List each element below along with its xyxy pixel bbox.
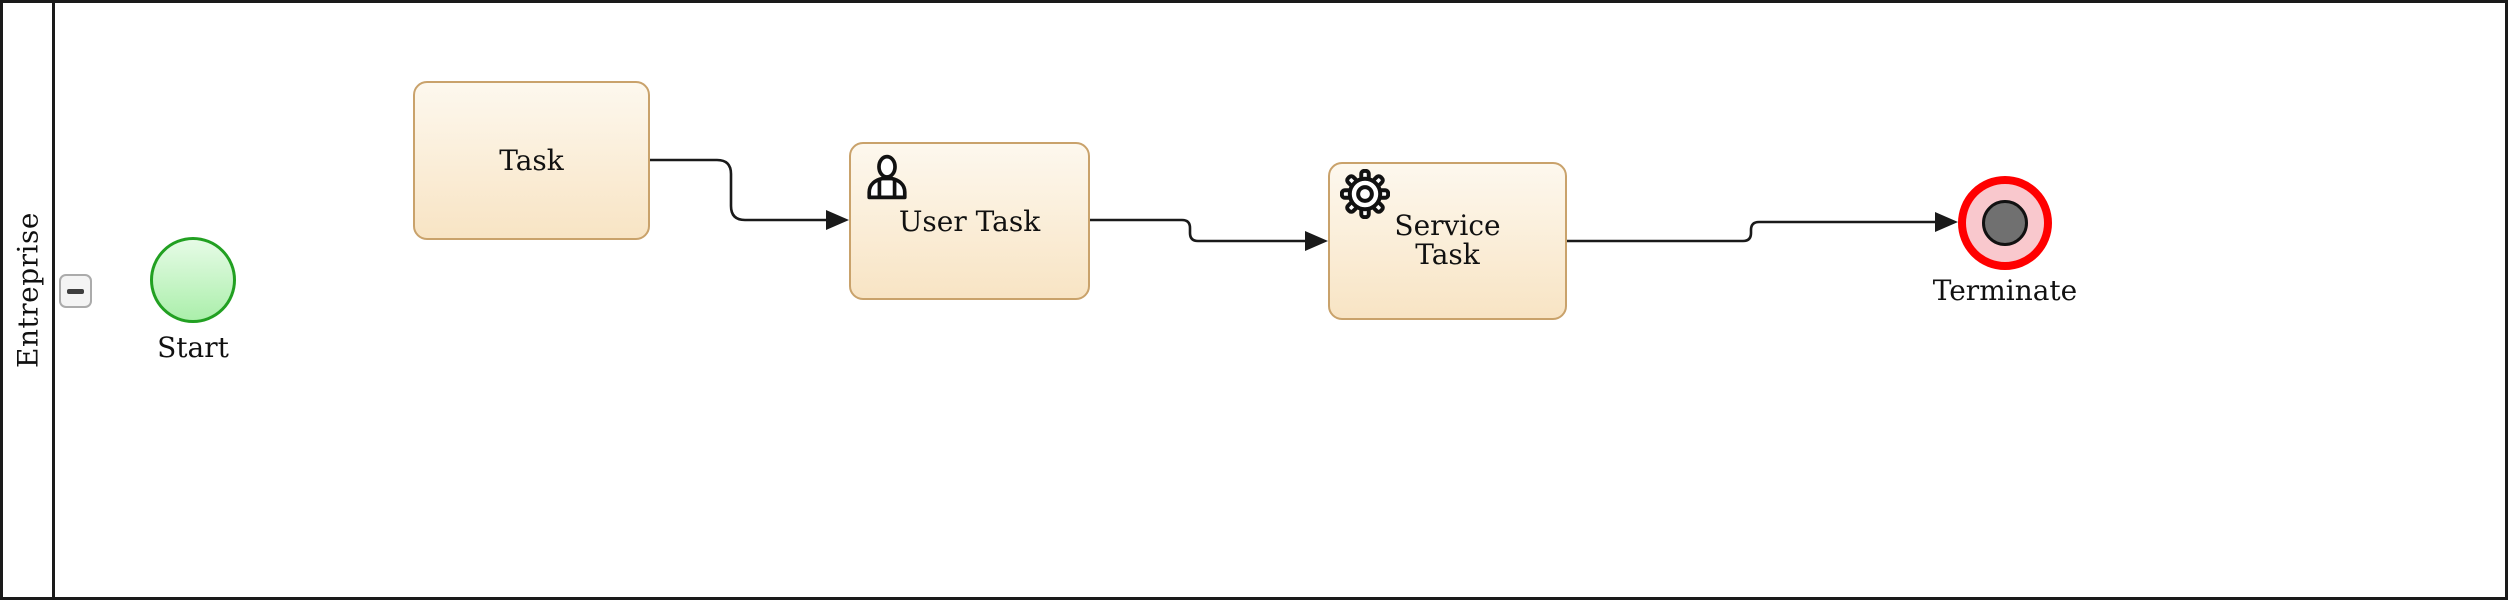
terminate-end-event[interactable] [1958, 176, 2052, 270]
arrowhead-terminate [1935, 212, 1958, 232]
service-task-label: Service Task [1394, 209, 1501, 271]
start-event-label: Start [157, 331, 229, 364]
sequence-flow-servicetask-to-terminate[interactable] [1567, 220, 1937, 243]
service-task-node[interactable]: Service Task [1328, 162, 1567, 320]
terminate-event-label: Terminate [1932, 274, 2078, 307]
pool-label: Entreprise [11, 212, 45, 368]
arrowhead-servicetask [1305, 231, 1328, 251]
terminate-core-icon [1982, 200, 2028, 246]
user-icon [867, 154, 907, 200]
task-label: Task [499, 144, 564, 177]
sequence-flow-task-to-usertask[interactable] [650, 158, 828, 222]
sequence-flow-usertask-to-servicetask[interactable] [1090, 218, 1307, 243]
minus-icon [67, 288, 84, 294]
arrowhead-usertask [826, 210, 849, 230]
user-task-node[interactable]: User Task [849, 142, 1090, 300]
gear-icon [1340, 169, 1390, 219]
user-task-label: User Task [898, 204, 1041, 238]
pool-collapse-button[interactable] [59, 274, 92, 308]
start-event[interactable] [150, 237, 236, 323]
task-node[interactable]: Task [413, 81, 650, 240]
